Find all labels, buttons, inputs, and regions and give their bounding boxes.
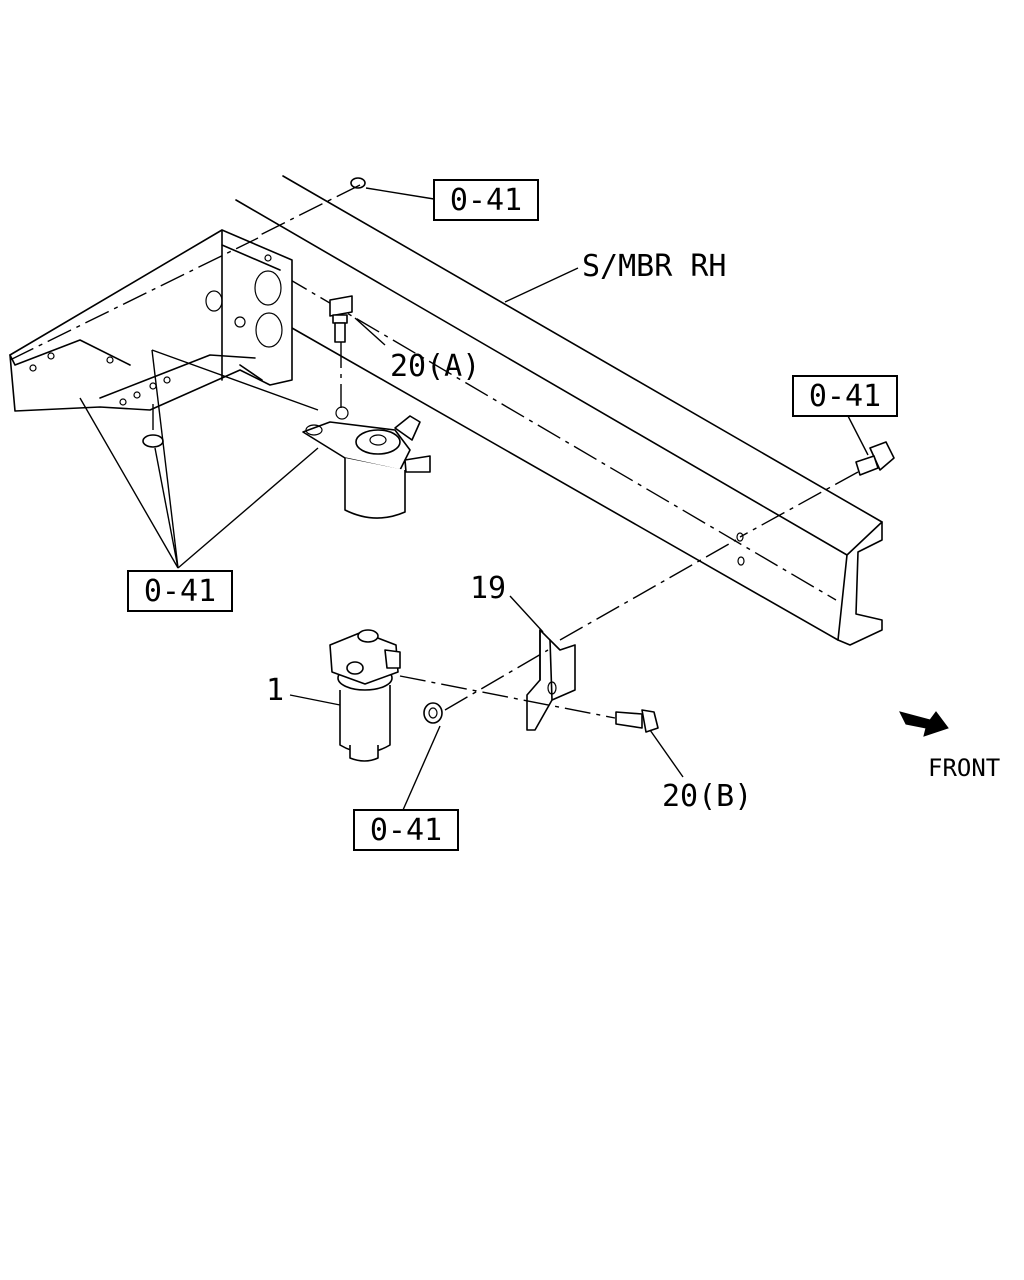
side-member-label: S/MBR RH — [582, 249, 727, 284]
bracket-19-label: 19 — [470, 571, 506, 606]
bolt-20b — [423, 649, 659, 733]
front-label: FRONT — [928, 754, 1000, 782]
ref-box-right[interactable]: 0-41 — [792, 375, 898, 417]
ref-label-top: 0-41 — [450, 183, 522, 218]
ref-box-bottom[interactable]: 0-41 — [353, 809, 459, 851]
ref-label-bottom: 0-41 — [370, 813, 442, 848]
leader-lines — [79, 187, 869, 811]
crossmember-bracket — [9, 229, 293, 412]
fuel-filter-1 — [329, 629, 616, 762]
bolt-20a-label: 20(A) — [390, 349, 480, 384]
upper-filter-assembly — [302, 406, 431, 519]
bolt-20b-label: 20(B) — [662, 779, 752, 814]
side-member-rail — [235, 175, 883, 646]
filter-1-label: 1 — [266, 673, 284, 708]
ref-box-left[interactable]: 0-41 — [127, 570, 233, 612]
front-indicator: FRONT — [899, 711, 1000, 782]
rail-side-bolt — [739, 441, 895, 538]
ref-box-top[interactable]: 0-41 — [433, 179, 539, 221]
bolt-20a — [329, 295, 353, 408]
ref-label-left: 0-41 — [144, 574, 216, 609]
ref-label-right: 0-41 — [809, 379, 881, 414]
front-arrow-icon — [899, 711, 949, 737]
nut-washers — [142, 177, 366, 448]
bracket-19 — [526, 539, 737, 731]
